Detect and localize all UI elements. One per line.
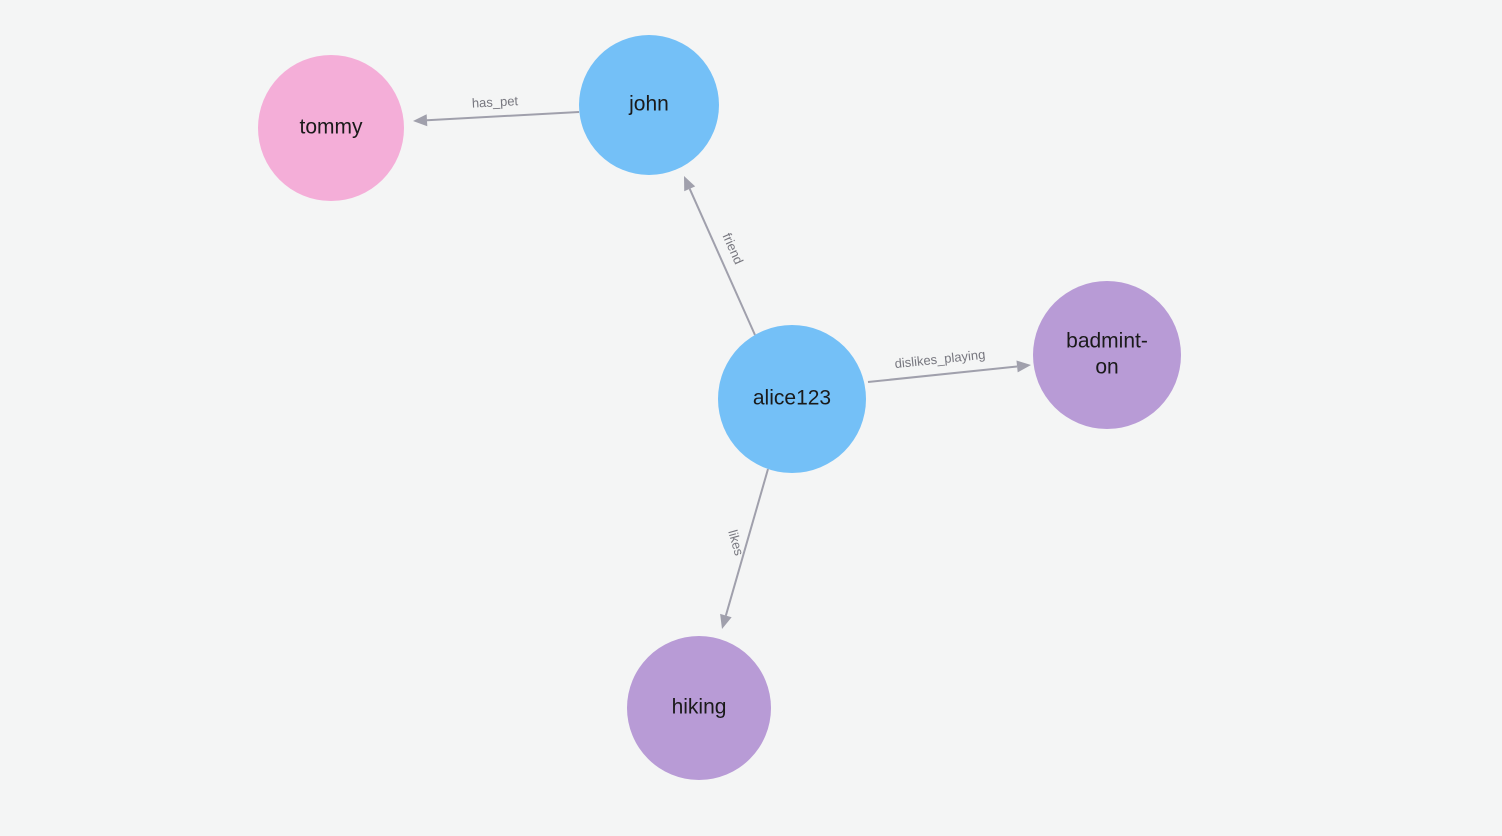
edge-line [724,468,769,616]
graph-edge[interactable]: friend [684,176,756,336]
edge-arrowhead-icon [413,114,428,127]
graph-edge[interactable]: dislikes_playing [867,347,1031,383]
graph-node[interactable]: hiking [627,636,771,780]
edge-line [688,188,756,336]
edge-line [426,111,580,122]
edge-arrowhead-icon [684,176,696,192]
edge-line [867,365,1018,383]
edge-label: dislikes_playing [894,347,986,371]
node-circle[interactable] [579,35,719,175]
graph-node[interactable]: john [579,35,719,175]
graph-node[interactable]: tommy [258,55,404,201]
node-circle[interactable] [627,636,771,780]
graph-node[interactable]: badmint-on [1033,281,1181,429]
graph-edge[interactable]: likes [720,468,769,629]
graph-node[interactable]: alice123 [718,325,866,473]
node-circle[interactable] [718,325,866,473]
edge-label: friend [720,231,747,267]
edge-arrowhead-icon [1016,360,1031,373]
node-circle[interactable] [1033,281,1181,429]
edge-label: has_pet [471,93,518,110]
edge-arrowhead-icon [720,613,732,629]
node-layer: tommy john alice123 badmint-on hiking [258,35,1181,780]
node-circle[interactable] [258,55,404,201]
graph-edge[interactable]: has_pet [413,93,580,127]
